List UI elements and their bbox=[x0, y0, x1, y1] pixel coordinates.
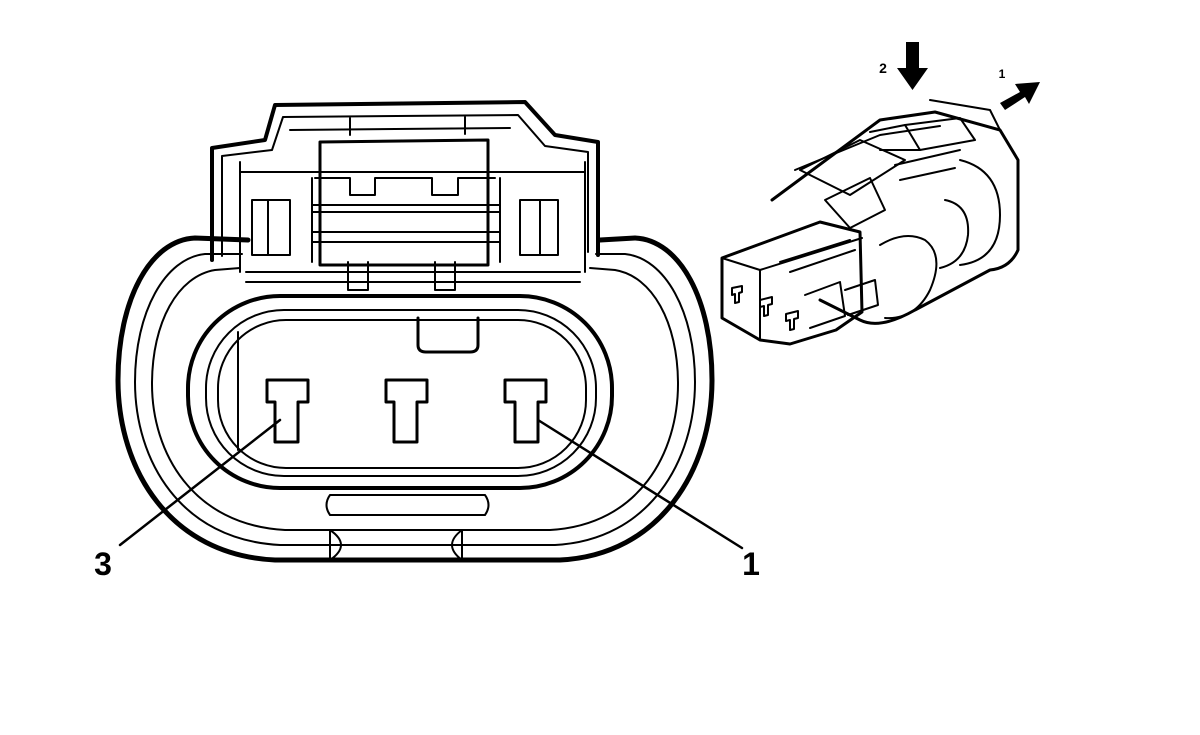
rear-housing bbox=[770, 99, 1020, 325]
housing-outline bbox=[115, 235, 715, 563]
iso-terminal-2 bbox=[759, 296, 773, 317]
step-1-label: 1 bbox=[999, 67, 1006, 81]
iso-locking-latch bbox=[799, 117, 976, 229]
connector-face-view: 3 1 bbox=[94, 100, 760, 582]
arrow-down-icon bbox=[897, 42, 928, 90]
arrow-up-right-icon bbox=[1000, 82, 1040, 110]
terminal-cavity bbox=[186, 294, 614, 490]
terminal-1 bbox=[503, 378, 548, 444]
terminal-3 bbox=[265, 378, 310, 444]
locking-latch bbox=[210, 100, 600, 291]
leader-line-pin-1 bbox=[536, 418, 744, 550]
callout-pin-3: 3 bbox=[94, 546, 112, 582]
leader-line-pin-3 bbox=[118, 418, 282, 547]
bottom-release-tab bbox=[325, 494, 490, 561]
iso-terminal-1 bbox=[785, 310, 799, 331]
connector-isometric-view: 2 1 bbox=[720, 42, 1040, 346]
front-nose bbox=[720, 220, 879, 346]
iso-terminal-3 bbox=[731, 285, 743, 304]
step-2-label: 2 bbox=[879, 60, 887, 76]
terminal-2 bbox=[384, 378, 429, 444]
callout-pin-1: 1 bbox=[742, 546, 760, 582]
